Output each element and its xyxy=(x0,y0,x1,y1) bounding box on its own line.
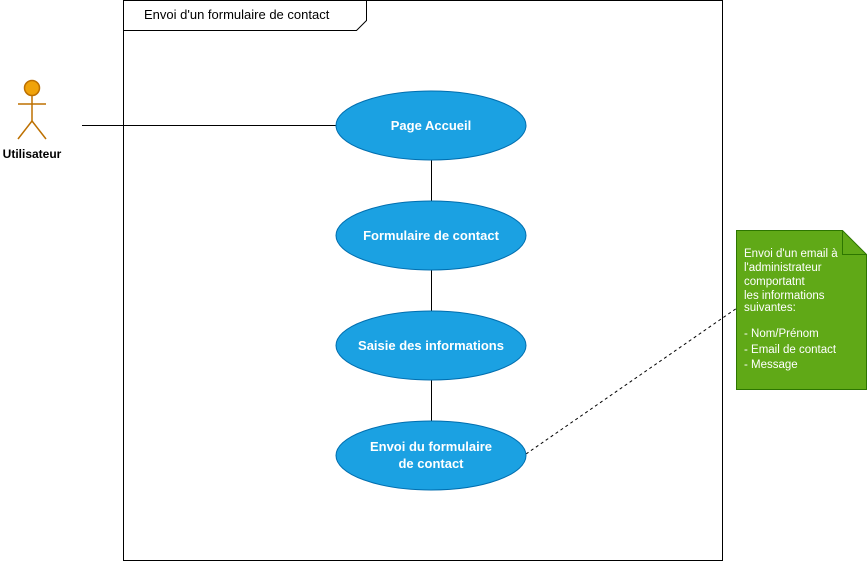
use-case-ellipse xyxy=(335,200,527,271)
note-line-4: les informations xyxy=(744,290,825,302)
use-case-label-line-2: de contact xyxy=(398,456,464,471)
note-shape xyxy=(736,230,867,390)
note-line-5: suivantes: xyxy=(744,302,796,314)
actor-label: Utilisateur xyxy=(3,147,62,161)
actor-head xyxy=(23,79,41,97)
use-case-label-line-1: Envoi du formulaire xyxy=(370,439,492,454)
use-case-ellipse xyxy=(335,310,527,381)
use-case-label: Saisie des informations xyxy=(358,338,504,353)
use-case-envoi-du-formulaire: Envoi du formulaire de contact xyxy=(335,420,527,491)
use-case-label: Formulaire de contact xyxy=(363,228,499,243)
note-line-8: - Email de contact xyxy=(744,344,837,356)
use-case-ellipse xyxy=(335,90,527,161)
actor-left-leg xyxy=(17,120,33,140)
note: Envoi d'un email à l'administrateur comp… xyxy=(736,230,867,390)
note-line-9: - Message xyxy=(744,359,798,371)
note-line-1: Envoi d'un email à xyxy=(744,248,838,260)
note-line-2: l'administrateur xyxy=(744,262,822,274)
use-case-ellipse xyxy=(335,420,527,491)
frame-title: Envoi d'un formulaire de contact xyxy=(144,7,330,22)
actor-utilisateur: Utilisateur xyxy=(3,79,62,161)
note-line-7: - Nom/Prénom xyxy=(744,328,819,340)
note-anchor-dashed-line xyxy=(525,307,738,455)
use-case-label: Page Accueil xyxy=(391,118,471,133)
use-case-page-accueil: Page Accueil xyxy=(335,90,527,161)
use-case-saisie-des-informations: Saisie des informations xyxy=(335,310,527,381)
note-fold xyxy=(842,230,867,255)
note-line-3: comportatnt xyxy=(744,276,806,288)
use-case-formulaire-de-contact: Formulaire de contact xyxy=(335,200,527,271)
actor-right-leg xyxy=(31,120,47,140)
connectors xyxy=(82,125,738,455)
